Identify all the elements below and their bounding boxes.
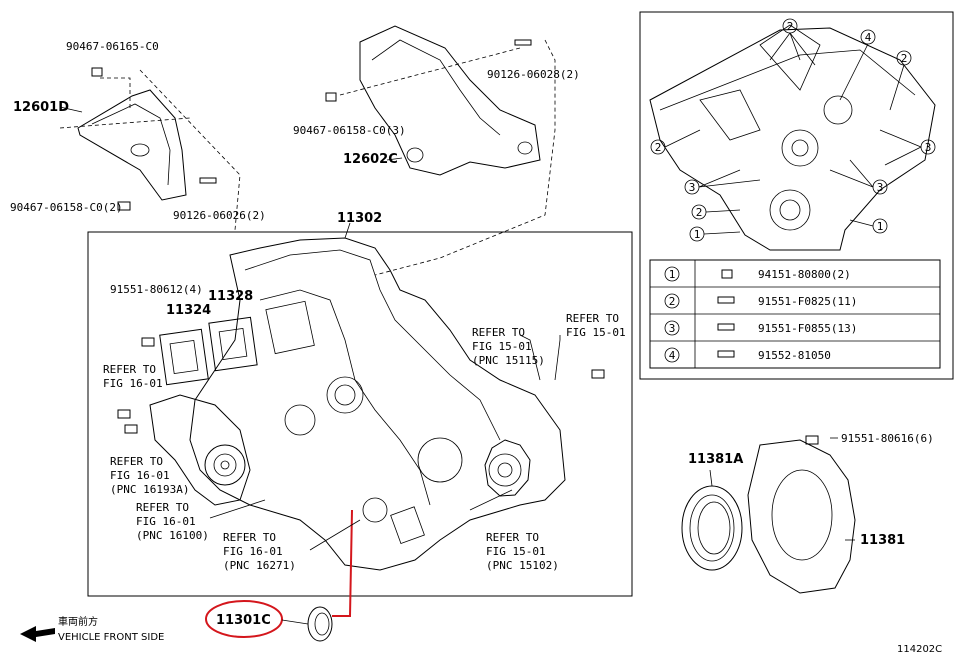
part-11301c-oil-seal[interactable] bbox=[307, 606, 333, 642]
legend-part-4[interactable]: 91552-81050 bbox=[758, 349, 831, 362]
legend-part-1[interactable]: 94151-80800(2) bbox=[758, 268, 851, 281]
svg-text:2: 2 bbox=[787, 20, 794, 33]
nut-icon bbox=[721, 269, 733, 279]
reference-note-fig16-c[interactable]: REFER TO FIG 16-01 (PNC 16100) bbox=[136, 501, 209, 542]
svg-text:2: 2 bbox=[696, 206, 703, 219]
ref-line: (PNC 15102) bbox=[486, 559, 559, 572]
ref-line: (PNC 16271) bbox=[223, 559, 296, 572]
bolt-icon bbox=[117, 337, 605, 434]
ref-line: FIG 15-01 bbox=[566, 326, 626, 339]
fastener-legend-table: 1 2 3 4 94151-80800(2) 91551-F0825(11) 9… bbox=[649, 259, 941, 369]
vehicle-front-label: VEHICLE FRONT SIDE bbox=[58, 632, 164, 643]
legend-num-4: 4 bbox=[669, 349, 676, 362]
ref-line: REFER TO bbox=[472, 326, 525, 339]
main-assembly-frame bbox=[87, 231, 633, 597]
reference-note-fig15-b[interactable]: REFER TO FIG 15-01 bbox=[566, 312, 626, 339]
svg-text:4: 4 bbox=[865, 31, 872, 44]
water-pump bbox=[149, 394, 251, 506]
reference-note-fig16-b[interactable]: REFER TO FIG 16-01 (PNC 16193A) bbox=[110, 455, 189, 496]
vehicle-front-label-jp: 車両前方 bbox=[58, 615, 98, 628]
ref-line: FIG 16-01 bbox=[136, 515, 196, 528]
part-label-90467-06158-c0-2[interactable]: 90467-06158-C0(2) bbox=[10, 201, 123, 214]
part-11381a-oil-seal[interactable] bbox=[681, 485, 743, 571]
svg-text:3: 3 bbox=[689, 181, 696, 194]
svg-text:3: 3 bbox=[877, 181, 884, 194]
part-11328-gasket[interactable] bbox=[208, 316, 258, 372]
ref-line: FIG 16-01 bbox=[223, 545, 283, 558]
ref-line: REFER TO bbox=[110, 455, 163, 468]
part-11324-gasket[interactable] bbox=[159, 328, 209, 386]
svg-text:1: 1 bbox=[877, 220, 884, 233]
part-label-12602c[interactable]: 12602C bbox=[343, 152, 398, 167]
part-12602c-cover[interactable] bbox=[339, 25, 556, 276]
part-label-11328[interactable]: 11328 bbox=[208, 289, 253, 304]
vehicle-front-arrow-icon bbox=[20, 626, 55, 642]
legend-part-3[interactable]: 91551-F0855(13) bbox=[758, 322, 857, 335]
legend-num-3: 3 bbox=[669, 322, 676, 335]
part-label-90467-06165-c0[interactable]: 90467-06165-C0 bbox=[66, 40, 159, 53]
highlight-annotation bbox=[205, 509, 353, 638]
part-label-91551-80616[interactable]: 91551-80616(6) bbox=[841, 432, 934, 445]
figure-code: 114202C bbox=[897, 644, 942, 655]
svg-text:3: 3 bbox=[925, 141, 932, 154]
part-label-11381a[interactable]: 11381A bbox=[688, 452, 743, 467]
part-label-11324[interactable]: 11324 bbox=[166, 303, 211, 318]
legend-part-2[interactable]: 91551-F0825(11) bbox=[758, 295, 857, 308]
bolt-icon bbox=[717, 296, 735, 304]
svg-text:1: 1 bbox=[694, 228, 701, 241]
ref-line: FIG 16-01 bbox=[103, 377, 163, 390]
reference-note-fig16-a[interactable]: REFER TO FIG 16-01 bbox=[103, 363, 163, 390]
part-label-90126-06028[interactable]: 90126-06028(2) bbox=[487, 68, 580, 81]
ref-line: FIG 15-01 bbox=[472, 340, 532, 353]
bolt-icon bbox=[717, 323, 735, 331]
part-label-12601d[interactable]: 12601D bbox=[13, 100, 69, 115]
ref-line: FIG 16-01 bbox=[110, 469, 170, 482]
svg-text:2: 2 bbox=[901, 52, 908, 65]
part-12601d-cover[interactable] bbox=[59, 69, 241, 231]
ref-line: REFER TO bbox=[136, 501, 189, 514]
svg-text:2: 2 bbox=[655, 141, 662, 154]
part-label-90126-06026[interactable]: 90126-06026(2) bbox=[173, 209, 266, 222]
legend-num-2: 2 bbox=[669, 295, 676, 308]
part-label-11381[interactable]: 11381 bbox=[860, 533, 905, 548]
reference-note-fig15-c[interactable]: REFER TO FIG 15-01 (PNC 15102) bbox=[486, 531, 559, 572]
ref-line: FIG 15-01 bbox=[486, 545, 546, 558]
ref-line: (PNC 16100) bbox=[136, 529, 209, 542]
part-11381-rear-cover[interactable] bbox=[747, 435, 856, 594]
bolt-icon bbox=[91, 39, 532, 211]
ref-line: REFER TO bbox=[566, 312, 619, 325]
part-label-11302[interactable]: 11302 bbox=[337, 211, 382, 226]
bolt-icon bbox=[717, 350, 735, 358]
inset-overview: 2 4 2 2 3 3 3 2 1 1 bbox=[639, 11, 954, 380]
ref-line: REFER TO bbox=[223, 531, 276, 544]
reference-note-fig16-d[interactable]: REFER TO FIG 16-01 (PNC 16271) bbox=[223, 531, 296, 572]
part-label-91551-80612[interactable]: 91551-80612(4) bbox=[110, 283, 203, 296]
ref-line: (PNC 15115) bbox=[472, 354, 545, 367]
legend-num-1: 1 bbox=[669, 268, 676, 281]
ref-line: REFER TO bbox=[103, 363, 156, 376]
oil-pump-rotor bbox=[484, 439, 531, 497]
leader-lines bbox=[59, 106, 855, 625]
part-label-11301c[interactable]: 11301C bbox=[216, 613, 271, 628]
part-11302-timing-cover[interactable] bbox=[189, 237, 566, 571]
bolt-icon bbox=[805, 435, 819, 445]
ref-line: (PNC 16193A) bbox=[110, 483, 189, 496]
reference-note-fig15-a[interactable]: REFER TO FIG 15-01 (PNC 15115) bbox=[472, 326, 545, 367]
part-label-90467-06158-c0-3[interactable]: 90467-06158-C0(3) bbox=[293, 124, 406, 137]
ref-line: REFER TO bbox=[486, 531, 539, 544]
